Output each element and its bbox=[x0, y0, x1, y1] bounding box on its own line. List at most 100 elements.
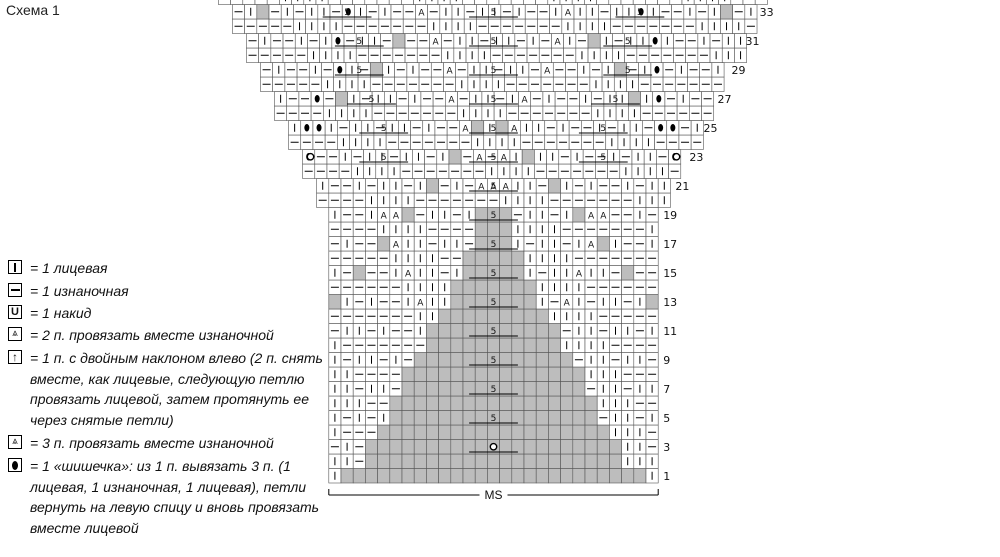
chart-cell bbox=[413, 424, 427, 440]
chart-cell bbox=[426, 468, 439, 484]
chart-cell bbox=[633, 468, 647, 484]
cable-count-label: 5 bbox=[491, 66, 497, 76]
chart-cell bbox=[499, 337, 513, 353]
chart-cell bbox=[632, 0, 646, 5]
p2tog-stitch-mark: A bbox=[554, 37, 561, 47]
chart-cell bbox=[499, 308, 513, 324]
chart-cell bbox=[426, 178, 439, 194]
p2tog-stitch-mark: A bbox=[381, 211, 388, 221]
p2tog-stitch-mark: A bbox=[501, 153, 508, 163]
bobble-stitch-mark bbox=[670, 123, 676, 132]
chart-cell bbox=[499, 453, 513, 469]
chart-cell bbox=[426, 323, 439, 339]
chart-cell bbox=[620, 0, 634, 5]
chart-cell bbox=[596, 0, 610, 5]
chart-cell bbox=[377, 453, 391, 469]
p2tog-stitch-mark: A bbox=[576, 269, 583, 279]
chart-cell bbox=[474, 221, 488, 237]
chart-cell bbox=[448, 149, 462, 165]
cable-count-label: 5 bbox=[491, 385, 497, 395]
cable-count-label: 5 bbox=[613, 95, 619, 105]
p2tog-stitch-mark: A bbox=[476, 153, 483, 163]
chart-cell bbox=[438, 337, 452, 353]
chart-cell bbox=[462, 395, 476, 411]
chart-cell bbox=[389, 424, 403, 440]
chart-cell bbox=[365, 468, 378, 484]
bobble-stitch-mark bbox=[658, 123, 664, 132]
p2tog-stitch-mark: A bbox=[393, 240, 400, 250]
chart-cell bbox=[389, 453, 403, 469]
chart-cell bbox=[584, 453, 598, 469]
chart-cell bbox=[510, 0, 524, 5]
chart-cell bbox=[487, 279, 500, 295]
chart-cell bbox=[450, 381, 464, 397]
chart-cell bbox=[596, 439, 610, 455]
chart-cell bbox=[450, 468, 464, 484]
chart-cell bbox=[535, 0, 549, 5]
chart-cell bbox=[645, 0, 658, 5]
chart-cell bbox=[499, 366, 513, 382]
bobble-stitch-mark bbox=[652, 36, 658, 45]
bobble-stitch-mark bbox=[337, 65, 343, 74]
chart-cell bbox=[438, 308, 452, 324]
chart-cell bbox=[450, 424, 464, 440]
chart-cell bbox=[450, 279, 464, 295]
chart-cell bbox=[426, 381, 439, 397]
chart-cell bbox=[560, 395, 574, 411]
chart-cell bbox=[242, 0, 256, 5]
cable-count-label: 5 bbox=[637, 8, 643, 18]
chart-cell bbox=[450, 410, 464, 426]
cable-count-label: 5 bbox=[491, 269, 497, 279]
chart-cell bbox=[523, 439, 537, 455]
chart-cell bbox=[560, 453, 574, 469]
cable-count-label: 5 bbox=[491, 95, 497, 105]
row-number-label: 19 bbox=[663, 209, 677, 222]
bobble-stitch-mark bbox=[335, 36, 341, 45]
row-number-label: 27 bbox=[717, 93, 731, 106]
cable-count-label: 5 bbox=[600, 124, 606, 134]
p2tog-stitch-mark: A bbox=[564, 298, 571, 308]
chart-cell bbox=[413, 381, 427, 397]
chart-cell bbox=[413, 439, 427, 455]
p2tog-stitch-mark: A bbox=[490, 182, 497, 192]
chart-cell bbox=[438, 395, 452, 411]
chart-cell bbox=[548, 352, 561, 368]
cable-count-label: 5 bbox=[491, 182, 497, 192]
chart-cell bbox=[487, 250, 500, 266]
chart-cell bbox=[584, 410, 598, 426]
chart-cell bbox=[609, 453, 622, 469]
chart-cell bbox=[462, 453, 476, 469]
chart-cell bbox=[450, 439, 464, 455]
row-number-label: 5 bbox=[663, 412, 670, 425]
chart-cell bbox=[523, 294, 537, 310]
cable-count-label: 5 bbox=[491, 327, 497, 337]
chart-cell bbox=[474, 308, 488, 324]
chart-cell bbox=[426, 410, 439, 426]
cable-count-label: 5 bbox=[491, 414, 497, 424]
chart-cell bbox=[377, 439, 391, 455]
chart-cell bbox=[584, 395, 598, 411]
cable-count-label: 5 bbox=[491, 356, 497, 366]
chart-cell bbox=[596, 453, 610, 469]
cable-count-label: 5 bbox=[491, 211, 497, 221]
chart-cell bbox=[450, 308, 464, 324]
chart-cell bbox=[523, 323, 537, 339]
chart-cell bbox=[535, 395, 549, 411]
chart-cell bbox=[499, 424, 513, 440]
chart-cell bbox=[572, 468, 586, 484]
cable-count-label: 5 bbox=[491, 298, 497, 308]
chart-cell bbox=[438, 352, 452, 368]
bobble-stitch-mark bbox=[656, 94, 662, 103]
chart-cell bbox=[596, 236, 610, 252]
chart-cell bbox=[486, 0, 500, 5]
p2tog-stitch-mark: A bbox=[418, 8, 425, 18]
bobble-stitch-mark bbox=[654, 65, 660, 74]
chart-cell bbox=[572, 410, 586, 426]
chart-cell bbox=[523, 352, 537, 368]
yarn-over-stitch-mark bbox=[489, 442, 498, 451]
row-number-label: 13 bbox=[663, 296, 677, 309]
chart-cell bbox=[548, 323, 561, 339]
chart-cell bbox=[462, 250, 476, 266]
chart-cell bbox=[389, 468, 403, 484]
